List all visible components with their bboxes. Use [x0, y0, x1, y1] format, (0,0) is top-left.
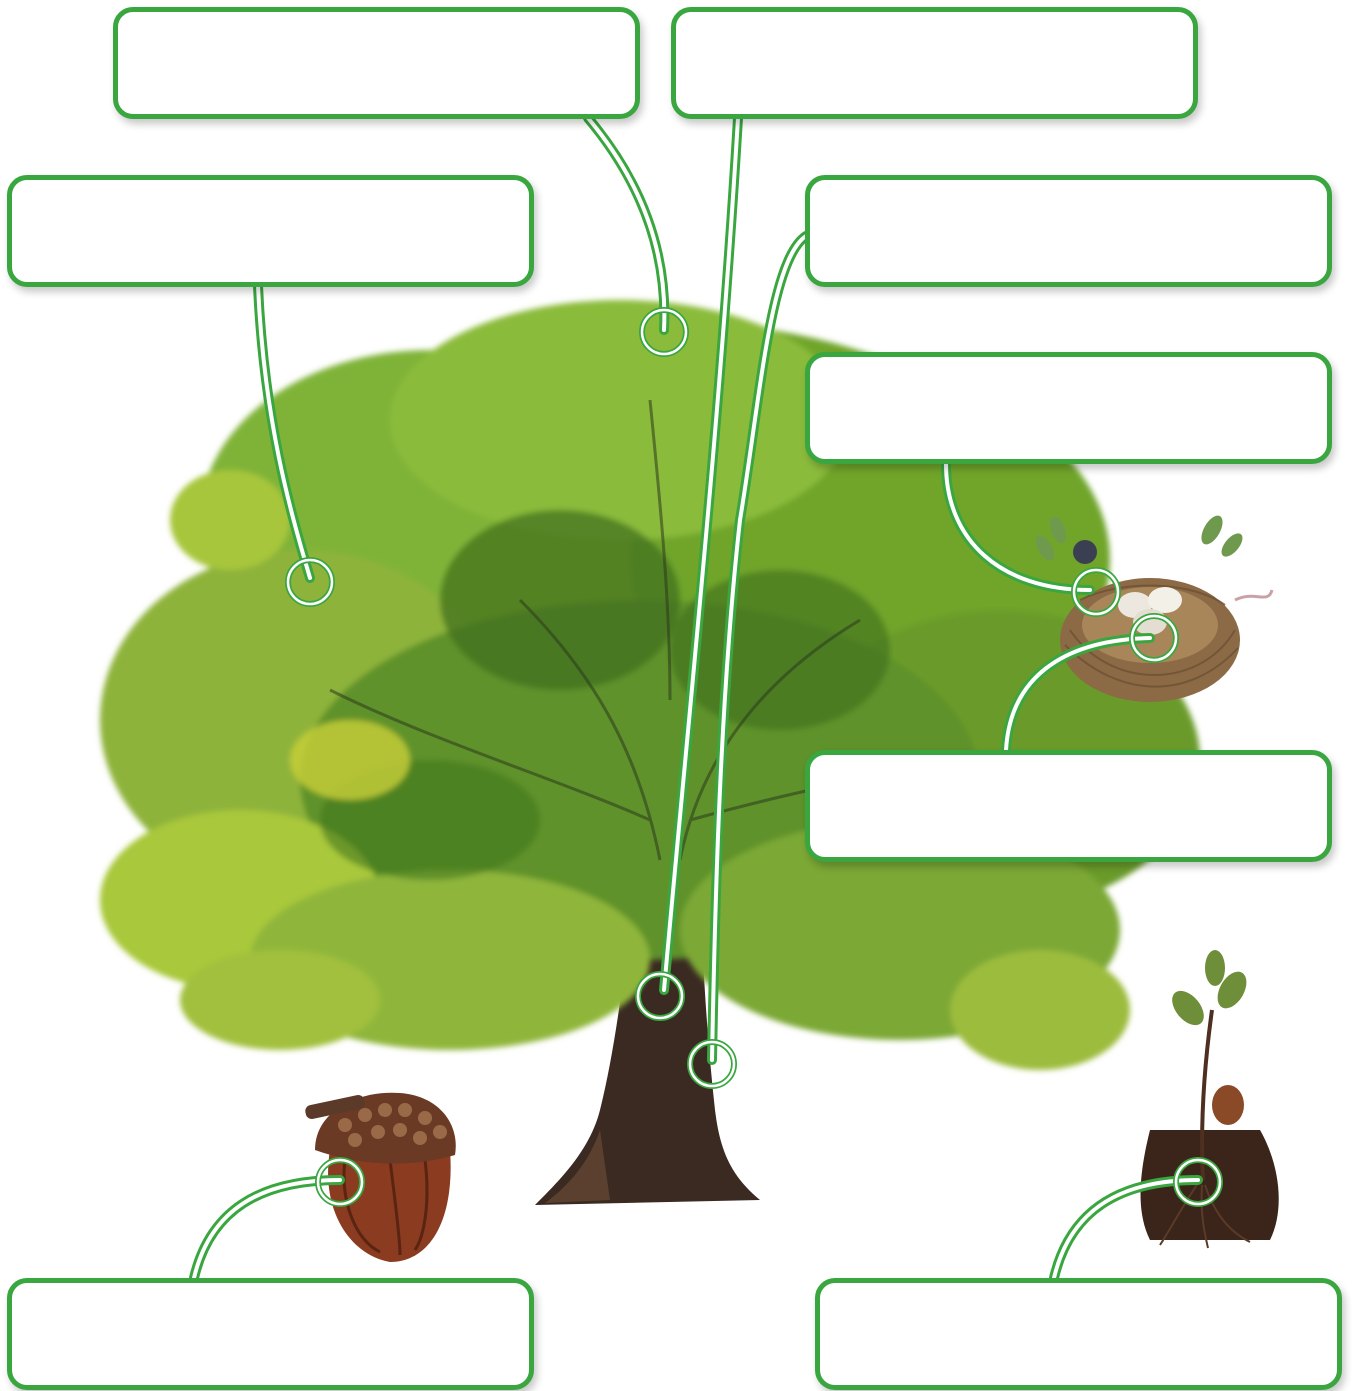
label-box-nest[interactable]: [805, 352, 1332, 464]
label-box-bark[interactable]: [805, 175, 1332, 287]
label-box-seedling[interactable]: [815, 1278, 1342, 1390]
label-box-top-right[interactable]: [671, 7, 1198, 119]
label-box-canopy[interactable]: [7, 175, 534, 287]
leader-line-1: [588, 118, 664, 330]
label-box-eggs[interactable]: [805, 750, 1332, 862]
label-box-top-left[interactable]: [113, 7, 640, 119]
label-box-acorn[interactable]: [7, 1278, 534, 1390]
